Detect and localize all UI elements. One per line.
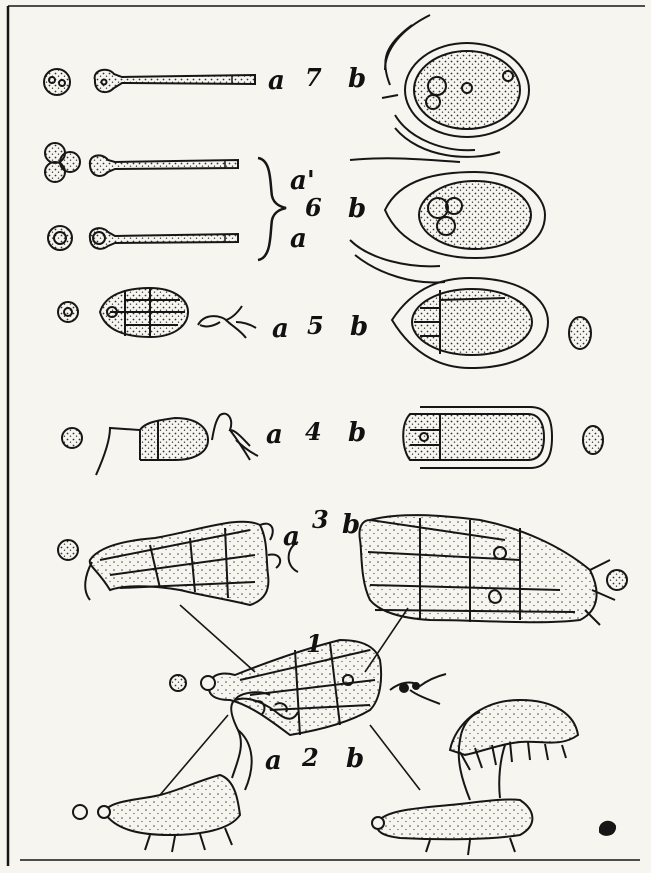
figure-4a-filament xyxy=(212,414,258,460)
label-3: 3 xyxy=(312,508,329,532)
figure-1-fruit-body xyxy=(201,640,381,735)
figure-7b-sporangium xyxy=(382,15,529,157)
label-2: 2 xyxy=(302,746,319,770)
figure-5a-young-cell-body xyxy=(100,288,188,337)
figure-5b-spore xyxy=(569,317,591,349)
label-7b: b xyxy=(348,66,366,92)
label-4b: b xyxy=(348,420,366,446)
label-6a: a xyxy=(290,226,307,252)
figure-3b-branching-fruit-bodies xyxy=(359,515,615,625)
label-5a: a xyxy=(272,316,289,342)
figure-3a-fruit-body xyxy=(85,522,280,605)
label-7: 7 xyxy=(305,66,322,90)
figure-4b-sporangium xyxy=(403,407,552,468)
label-2a: a xyxy=(265,748,282,774)
label-5b: b xyxy=(350,314,368,340)
label-6b: b xyxy=(348,196,366,222)
label-7a: a xyxy=(268,68,285,94)
label-6a-prime: a' xyxy=(290,168,315,194)
label-1: 1 xyxy=(306,632,323,656)
figure-5a-filament xyxy=(198,306,256,338)
figure-2a-spore xyxy=(73,805,87,819)
label-3a: a xyxy=(283,524,300,550)
label-4a: a xyxy=(266,422,283,448)
figure-1-spore xyxy=(170,675,186,691)
label-5: 5 xyxy=(307,314,324,338)
figure-4a-stalk-cell xyxy=(96,418,208,475)
figure-6-brace xyxy=(258,158,286,260)
label-3b: b xyxy=(342,512,360,538)
figure-7a-germinating-spore xyxy=(95,70,255,92)
label-2b: b xyxy=(346,746,364,772)
figure-1-filament xyxy=(390,674,446,704)
label-6: 6 xyxy=(305,196,322,220)
figure-6a-germinating-spore xyxy=(90,228,238,249)
figure-6a-spore xyxy=(48,226,72,250)
figure-4b-spore xyxy=(583,426,603,454)
figure-5b-sporangium xyxy=(392,278,548,368)
figure-2b-fruit-body xyxy=(372,700,578,855)
figure-3a-spore xyxy=(58,540,78,560)
figure-7a-spore xyxy=(44,69,70,95)
figure-4a-spore xyxy=(62,428,82,448)
figure-6a1-cell-cluster xyxy=(45,143,80,182)
label-4: 4 xyxy=(305,420,322,444)
figure-3b-spore xyxy=(607,570,627,590)
figure-6a1-germinating-spore xyxy=(90,155,238,176)
figure-5a-spore xyxy=(58,302,78,322)
corner-mark xyxy=(600,822,615,835)
figure-6b-sporangium xyxy=(350,158,545,282)
